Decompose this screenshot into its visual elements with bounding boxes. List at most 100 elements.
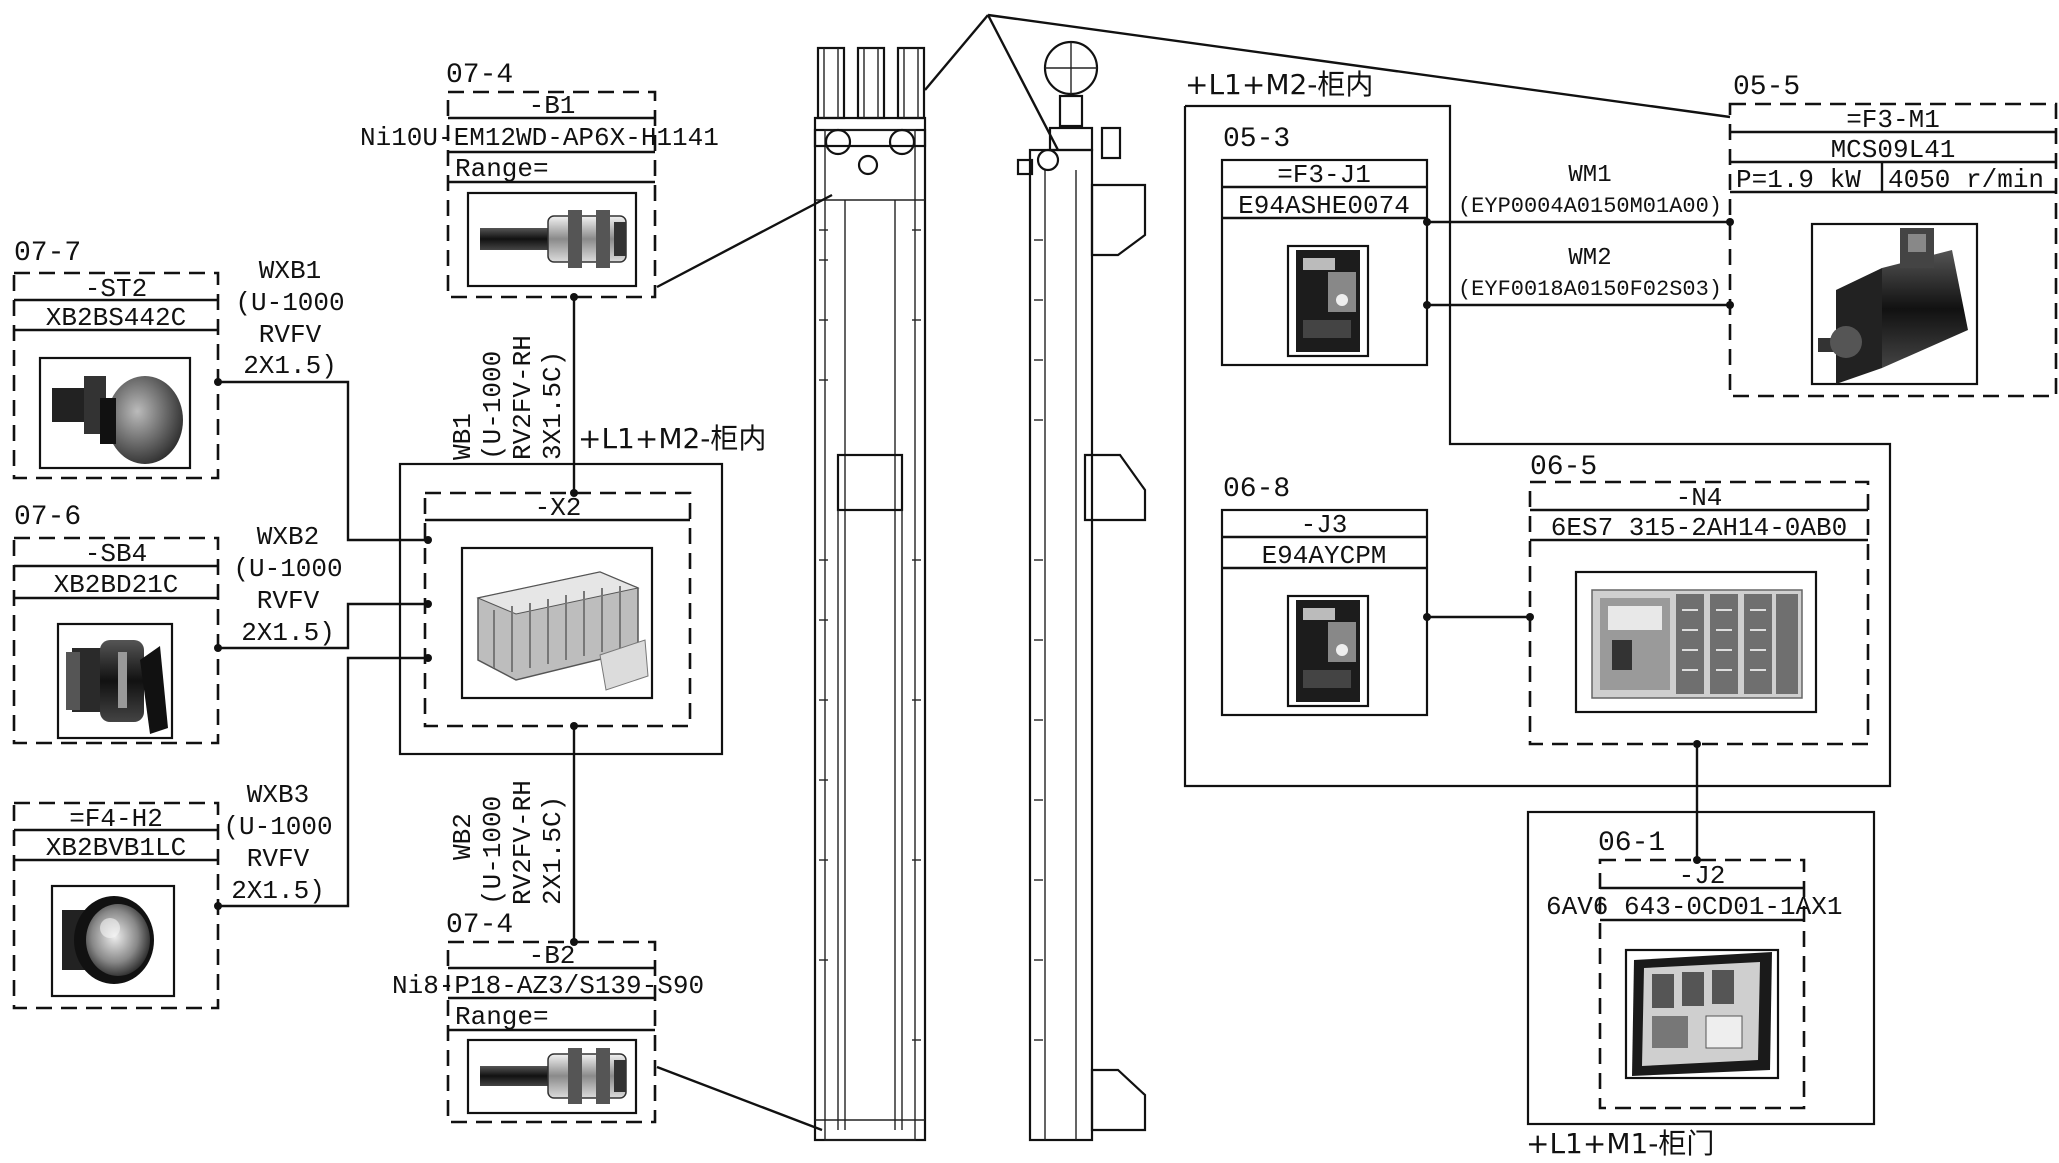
link-n4-j2 — [1693, 740, 1701, 864]
emergency-stop-icon — [52, 376, 183, 464]
m1-power: P=1.9 kW — [1736, 165, 1861, 195]
b1-tag: -B1 — [529, 91, 576, 121]
cable-wb2: WB2 (U-1000 RV2FV-RH 2X1.5C) — [448, 722, 578, 946]
b2-range: Range= — [455, 1002, 549, 1032]
wxb2-l3: 2X1.5) — [241, 618, 335, 648]
right-column — [1016, 40, 1147, 1142]
m1-ref: 05-5 — [1733, 72, 1800, 103]
j3-tag: -J3 — [1301, 510, 1348, 540]
j3-part: E94AYCPM — [1262, 541, 1387, 571]
cable-wxb3: WXB3 (U-1000 RVFV 2X1.5) — [214, 654, 432, 910]
cable-wm2: WM2 (EYF0018A0150F02S03) — [1423, 245, 1734, 309]
terminal-block-icon — [476, 571, 649, 691]
servo-drive-icon — [1296, 250, 1360, 352]
cabinet-door-label: +L1+M1-柜门 — [1526, 1127, 1714, 1160]
b1-dashed-frame — [446, 90, 657, 299]
servo-drive-icon — [1296, 600, 1360, 702]
m1-part: MCS09L41 — [1831, 135, 1956, 165]
wb2-name: WB2 — [448, 813, 478, 860]
sensor-b2: 07-4 -B2 Ni8-P18-AZ3/S139-S90 Range= — [392, 910, 704, 1124]
sensor-b1: 07-4 -B1 Ni10U-EM12WD-AP6X-H1141 Range= — [360, 60, 719, 299]
j2-ref: 06-1 — [1598, 828, 1665, 859]
wm2-spec: (EYF0018A0150F02S03) — [1458, 277, 1722, 302]
sb4-tag: -SB4 — [85, 539, 147, 569]
b2-tag: -B2 — [529, 941, 576, 971]
wxb1-l1: (U-1000 — [235, 288, 344, 318]
cable-wxb1: WXB1 (U-1000 RVFV 2X1.5) — [214, 256, 432, 544]
button-st2: 07-7 -ST2 XB2BS442C — [12, 238, 220, 480]
wxb3-l1: (U-1000 — [223, 812, 332, 842]
cabinet-inner-label: +L1+M2-柜内 — [1185, 68, 1373, 101]
cable-wxb2: WXB2 (U-1000 RVFV 2X1.5) — [214, 522, 432, 652]
wb2-l3: 2X1.5C) — [538, 796, 568, 905]
j2-tag: -J2 — [1679, 861, 1726, 891]
h2-tag: =F4-H2 — [69, 804, 163, 834]
b1-part: Ni10U-EM12WD-AP6X-H1141 — [360, 123, 719, 153]
wb1-name: WB1 — [448, 413, 478, 460]
wxb2-name: WXB2 — [257, 522, 319, 552]
sb4-part: XB2BD21C — [54, 570, 179, 600]
st2-dashed-frame — [12, 271, 220, 480]
link-j3-n4 — [1423, 613, 1534, 621]
j1-ref: 05-3 — [1223, 124, 1290, 155]
x2-dashed-frame — [423, 491, 692, 728]
st2-tag: -ST2 — [85, 274, 147, 304]
j1-tag: =F3-J1 — [1277, 160, 1371, 190]
terminal-block-x2: +L1+M2-柜内 -X2 — [398, 422, 766, 756]
servo-motor-icon — [1818, 228, 1968, 384]
m1-dashed-frame — [1728, 102, 2058, 398]
wm1-spec: (EYP0004A0150M01A00) — [1458, 194, 1722, 219]
servo-motor-m1: 05-5 =F3-M1 MCS09L41 P=1.9 kW 4050 r/min — [1728, 72, 2058, 398]
switch-sb4: 07-6 -SB4 XB2BD21C — [12, 502, 220, 745]
j1-part: E94ASHE0074 — [1238, 191, 1410, 221]
n4-part: 6ES7 315-2AH14-0AB0 — [1551, 513, 1847, 543]
cabinet-door-frame — [1526, 810, 1876, 1126]
servo-drive-j3: 06-8 -J3 E94AYCPM — [1220, 474, 1429, 717]
cable-wm1: WM1 (EYP0004A0150M01A00) — [1423, 162, 1734, 226]
st2-part: XB2BS442C — [46, 303, 186, 333]
n4-ref: 06-5 — [1530, 452, 1597, 483]
wxb3-l2: RVFV — [247, 844, 310, 874]
inductive-proximity-sensor-icon — [480, 210, 627, 268]
cabinet-inner-right: +L1+M2-柜内 — [1183, 68, 1892, 788]
wb2-l2: RV2FV-RH — [508, 780, 538, 905]
cabinet-inner-frame — [398, 462, 724, 756]
wxb3-l3: 2X1.5) — [231, 876, 325, 906]
j2-dashed-frame — [1598, 858, 1806, 1110]
h2-part: XB2BVB1LC — [46, 833, 186, 863]
plc-rack-icon — [1591, 589, 1803, 699]
wxb2-l2: RVFV — [257, 586, 320, 616]
m1-speed: 4050 r/min — [1888, 165, 2044, 195]
left-column — [813, 46, 927, 1142]
wxb1-l3: 2X1.5) — [243, 351, 337, 381]
wm1-name: WM1 — [1568, 162, 1611, 189]
n4-tag: -N4 — [1676, 483, 1723, 513]
wb2-l1: (U-1000 — [478, 796, 508, 905]
wb1-l2: RV2FV-RH — [508, 335, 538, 460]
lamp-h2: =F4-H2 XB2BVB1LC — [12, 801, 220, 1010]
wxb3-name: WXB3 — [247, 780, 309, 810]
wxb2-l1: (U-1000 — [233, 554, 342, 584]
j3-ref: 06-8 — [1223, 474, 1290, 505]
plc-n4: 06-5 -N4 6ES7 315-2AH14-0AB0 — [1528, 452, 1870, 746]
b1-ref: 07-4 — [446, 60, 513, 91]
machine-frame-drawing — [656, 13, 1731, 1142]
inductive-proximity-sensor-icon — [480, 1048, 627, 1104]
st2-ref: 07-7 — [14, 238, 81, 269]
x2-cabinet: +L1+M2-柜内 — [578, 422, 766, 455]
indicator-lamp-icon — [62, 896, 154, 984]
hmi-touch-panel-icon — [1632, 952, 1772, 1076]
j3-frame — [1220, 508, 1429, 717]
servo-drive-j1: 05-3 =F3-J1 E94ASHE0074 — [1220, 124, 1429, 367]
sb4-dashed-frame — [12, 536, 220, 745]
b2-part: Ni8-P18-AZ3/S139-S90 — [392, 971, 704, 1001]
wxb1-name: WXB1 — [259, 256, 321, 286]
j1-frame — [1220, 158, 1429, 367]
b2-dashed-frame — [446, 940, 657, 1124]
selector-switch-icon — [66, 640, 168, 734]
sb4-ref: 07-6 — [14, 502, 81, 533]
hmi-j2: +L1+M1-柜门 06-1 -J2 6AV6 643-0CD01-1AX1 — [1526, 810, 1876, 1160]
wxb1-l2: RVFV — [259, 320, 322, 350]
cable-wb1: WB1 (U-1000 RV2FV-RH 3X1.5C) — [448, 293, 578, 497]
